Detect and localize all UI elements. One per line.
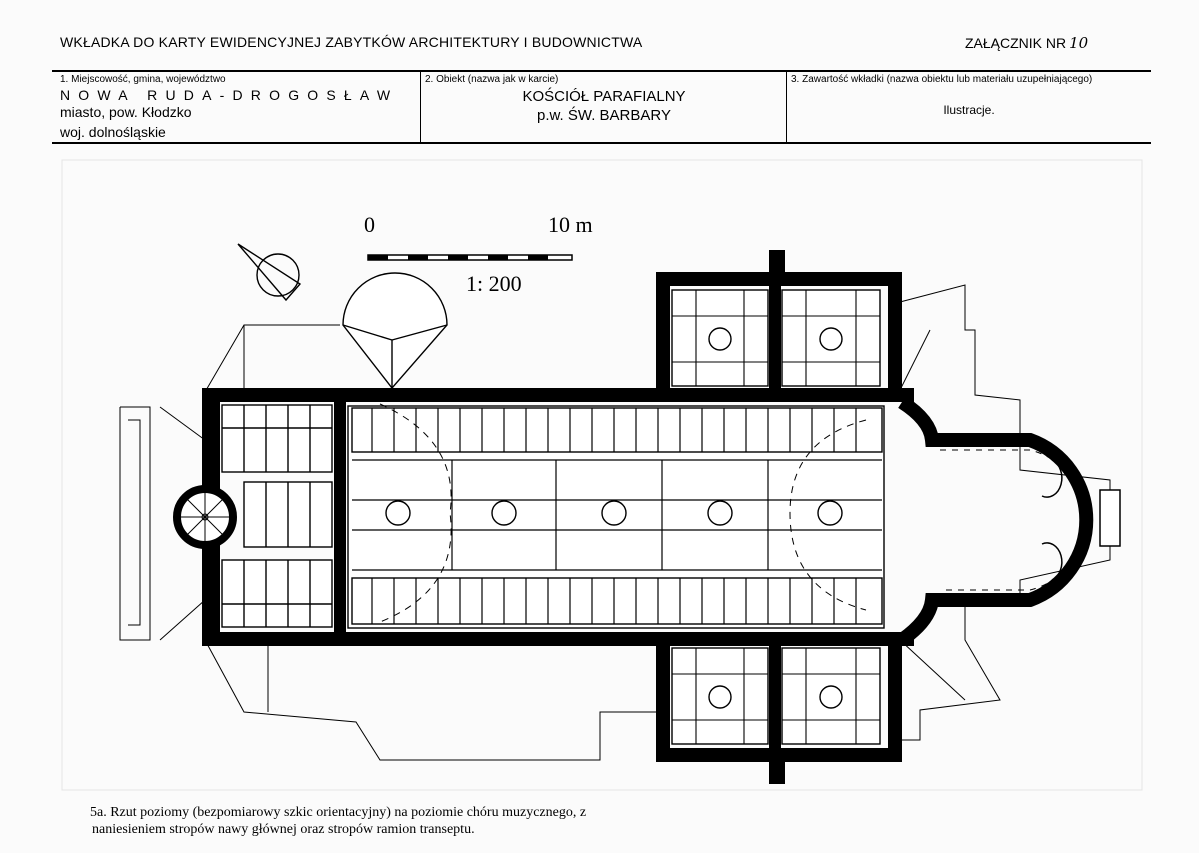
contents-field-label: 3. Zawartość wkładki (nazwa obiektu lub … — [791, 74, 1093, 85]
object-name-line2: p.w. ŚW. BARBARY — [537, 107, 671, 124]
nave-ceiling — [347, 403, 885, 629]
location-voivodeship: woj. dolnośląskie — [60, 124, 166, 140]
caption-line-1: 5a. Rzut poziomy (bezpomiarowy szkic ori… — [90, 805, 587, 820]
document-title: WKŁADKA DO KARTY EWIDENCYJNEJ ZABYTKÓW A… — [60, 34, 643, 50]
object-field-label: 2. Obiekt (nazwa jak w karcie) — [425, 74, 559, 85]
object-name-line1: KOŚCIÓŁ PARAFIALNY — [522, 88, 686, 105]
scale-start-label: 0 — [364, 212, 375, 237]
scale-ratio-label: 1: 200 — [466, 271, 522, 296]
scale-bar: 0 10 m 1: 200 — [364, 212, 593, 296]
caption-line-2: naniesieniem stropów nawy głównej oraz s… — [92, 822, 475, 837]
drawing-frame — [61, 159, 1143, 791]
apse — [897, 396, 1121, 646]
table-divider-2 — [786, 70, 787, 144]
transept-ceilings — [671, 289, 881, 745]
figure-caption: 5a. Rzut poziomy (bezpomiarowy szkic ori… — [90, 804, 710, 838]
location-county: miasto, pow. Kłodzko — [60, 104, 192, 120]
annex-number-value: 10 — [1069, 34, 1089, 52]
table-bottom-rule — [52, 142, 1151, 144]
scale-end-label: 10 m — [548, 212, 593, 237]
location-field-label: 1. Miejscowość, gmina, województwo — [60, 74, 226, 85]
spiral-staircase — [173, 485, 237, 549]
porch — [342, 272, 448, 390]
west-pews — [221, 404, 333, 628]
nave-walls — [202, 250, 914, 784]
north-arrow-icon — [237, 243, 302, 302]
annex-label: ZAŁĄCZNIK NR — [965, 35, 1067, 51]
location-town: NOWA RUDA-DROGOSŁAW — [60, 87, 399, 103]
roof-outline — [119, 284, 1111, 761]
table-divider-1 — [420, 70, 421, 144]
contents-value: Ilustracje. — [943, 103, 995, 117]
table-top-rule — [52, 70, 1151, 72]
